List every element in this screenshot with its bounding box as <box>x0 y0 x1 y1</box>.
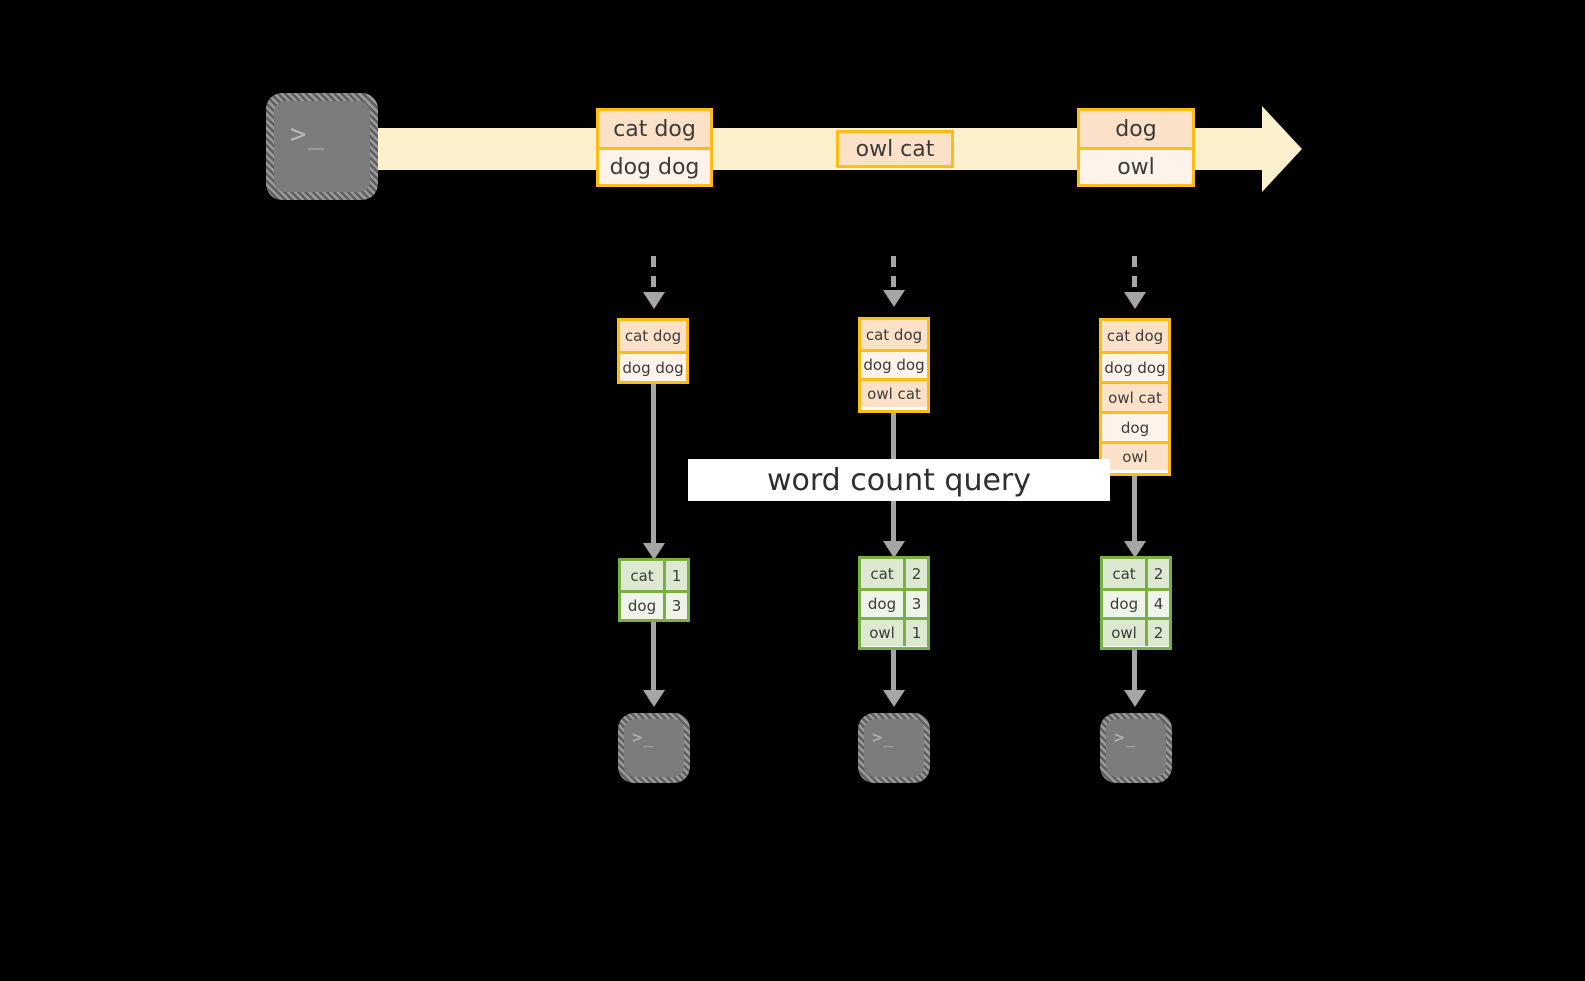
snapshot-record: cat dog <box>620 321 686 351</box>
result-table-1[interactable]: cat 1 dog 3 <box>618 558 690 622</box>
snapshot-record: owl <box>1102 441 1168 470</box>
result-count: 1 <box>906 620 927 646</box>
snapshot-record: dog <box>1102 411 1168 441</box>
source-terminal[interactable]: >_ <box>266 93 378 200</box>
result-count: 4 <box>1148 591 1169 617</box>
result-count: 3 <box>666 593 687 619</box>
result-row: owl 2 <box>1103 617 1169 646</box>
stream-record: dog <box>1080 111 1192 147</box>
stream-to-snapshot-connector <box>1132 256 1137 296</box>
snapshot-to-result-connector <box>651 384 656 550</box>
sink-terminal-1[interactable]: >_ <box>618 713 690 783</box>
snapshot-record: owl cat <box>861 378 927 407</box>
result-word: owl <box>1103 620 1148 646</box>
snapshot-record: owl cat <box>1102 381 1168 411</box>
result-table-3[interactable]: cat 2 dog 4 owl 2 <box>1100 556 1172 650</box>
terminal-body <box>624 719 684 777</box>
snapshot-table-2[interactable]: cat dog dog dog owl cat <box>858 317 930 413</box>
terminal-body <box>1106 719 1166 777</box>
stream-record: dog dog <box>599 147 710 184</box>
arrow-head-icon <box>643 292 665 309</box>
sink-terminal-3[interactable]: >_ <box>1100 713 1172 783</box>
result-word: cat <box>1103 559 1148 588</box>
result-word: owl <box>861 620 906 646</box>
stream-group-2[interactable]: owl cat <box>836 130 954 168</box>
arrow-head-icon <box>643 543 665 560</box>
result-row: cat 2 <box>1103 559 1169 588</box>
result-word: dog <box>861 591 906 617</box>
sink-terminal-2[interactable]: >_ <box>858 713 930 783</box>
result-row: cat 2 <box>861 559 927 588</box>
arrow-head-icon <box>883 541 905 558</box>
query-label: word count query <box>688 459 1110 501</box>
result-count: 2 <box>906 559 927 588</box>
terminal-prompt-glyph: >_ <box>632 728 655 748</box>
result-count: 2 <box>1148 559 1169 588</box>
result-count: 1 <box>666 561 687 590</box>
snapshot-table-1[interactable]: cat dog dog dog <box>617 318 689 384</box>
result-word: cat <box>621 561 666 590</box>
stream-record: owl <box>1080 147 1192 184</box>
result-word: cat <box>861 559 906 588</box>
stream-record: owl cat <box>839 133 951 165</box>
result-to-sink-connector <box>1132 650 1137 696</box>
arrow-head-icon <box>883 690 905 707</box>
snapshot-record: cat dog <box>1102 321 1168 351</box>
result-word: dog <box>1103 591 1148 617</box>
result-to-sink-connector <box>891 650 896 696</box>
snapshot-table-3[interactable]: cat dog dog dog owl cat dog owl <box>1099 318 1171 476</box>
arrow-head-icon <box>1124 690 1146 707</box>
result-row: dog 4 <box>1103 588 1169 617</box>
stream-group-3[interactable]: dog owl <box>1077 108 1195 187</box>
arrow-head-icon <box>1124 541 1146 558</box>
snapshot-record: dog dog <box>620 351 686 381</box>
result-to-sink-connector <box>651 622 656 696</box>
arrow-head-icon <box>643 690 665 707</box>
result-table-2[interactable]: cat 2 dog 3 owl 1 <box>858 556 930 650</box>
arrow-head-icon <box>883 290 905 307</box>
result-count: 2 <box>1148 620 1169 646</box>
stream-to-snapshot-connector <box>651 256 656 296</box>
result-count: 3 <box>906 591 927 617</box>
result-row: dog 3 <box>621 590 687 619</box>
stream-to-snapshot-connector <box>891 256 896 294</box>
snapshot-record: dog dog <box>1102 351 1168 381</box>
result-row: dog 3 <box>861 588 927 617</box>
arrow-head-icon <box>1124 292 1146 309</box>
result-word: dog <box>621 593 666 619</box>
result-row: owl 1 <box>861 617 927 646</box>
arrow-right-icon <box>1262 106 1302 192</box>
terminal-body <box>274 101 370 192</box>
snapshot-to-result-connector <box>1132 476 1137 548</box>
terminal-prompt-glyph: >_ <box>1114 728 1137 748</box>
result-row: cat 1 <box>621 561 687 590</box>
stream-record: cat dog <box>599 111 710 147</box>
stream-group-1[interactable]: cat dog dog dog <box>596 108 713 187</box>
terminal-prompt-glyph: >_ <box>872 728 895 748</box>
terminal-body <box>864 719 924 777</box>
snapshot-record: dog dog <box>861 349 927 378</box>
terminal-prompt-glyph: >_ <box>290 119 326 150</box>
snapshot-record: cat dog <box>861 320 927 349</box>
